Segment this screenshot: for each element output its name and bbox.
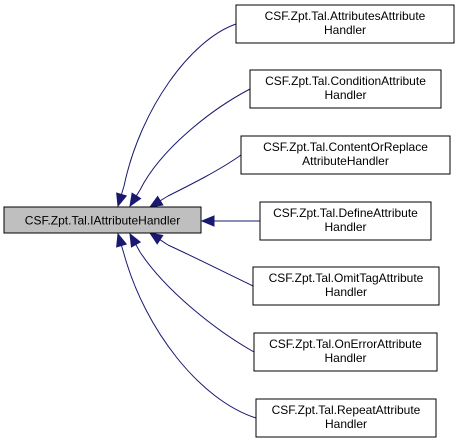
child-node-label: CSF.Zpt.Tal.DefineAttribute [273, 206, 418, 220]
inheritance-arrowhead [116, 232, 128, 248]
child-node-label: AttributeHandler [302, 154, 389, 168]
child-node-box [252, 266, 440, 306]
child-node-label: CSF.Zpt.Tal.OnErrorAttribute [269, 337, 422, 351]
root-node-label: CSF.Zpt.Tal.IAttributeHandler [25, 214, 180, 228]
child-node-label: CSF.Zpt.Tal.OmitTagAttribute [269, 271, 424, 285]
inheritance-arrowhead [148, 195, 164, 208]
child-node-label: Handler [324, 220, 366, 234]
child-node-label: Handler [324, 88, 366, 102]
child-node-label: Handler [324, 351, 366, 365]
child-node-label: Handler [324, 23, 366, 37]
child-node-box [253, 332, 438, 372]
inheritance-edge-tail [135, 244, 141, 253]
inheritance-edge [123, 253, 257, 419]
inheritance-arrowhead [116, 192, 128, 208]
child-node-box [249, 69, 442, 109]
inheritance-edge-tail [120, 185, 125, 195]
child-node-label: Handler [325, 285, 367, 299]
child-node-label: CSF.Zpt.Tal.ContentOrReplace [263, 140, 428, 154]
child-node-label: CSF.Zpt.Tal.ConditionAttribute [265, 74, 426, 88]
inheritance-edge-tail [135, 189, 141, 197]
child-node-box [240, 135, 451, 175]
root-node-box [3, 206, 202, 234]
inheritance-arrowhead [129, 192, 142, 208]
child-nodes-layer: CSF.Zpt.Tal.AttributesAttributeHandlerCS… [235, 4, 455, 438]
child-node-label: Handler [325, 417, 367, 431]
child-node-box [235, 4, 455, 44]
inheritance-edge-tail [159, 195, 169, 202]
edges-layer [116, 23, 260, 419]
inheritance-edge-tail [120, 245, 125, 255]
inheritance-edge [139, 88, 251, 191]
inheritance-edge-tail [159, 239, 169, 246]
inheritance-edge [139, 251, 255, 353]
inheritance-edge [123, 23, 237, 187]
child-node-box [259, 201, 432, 241]
child-node[interactable]: CSF.Zpt.Tal.ContentOrReplaceAttributeHan… [240, 135, 451, 175]
inheritance-edge [167, 154, 242, 197]
inheritance-arrowhead [200, 215, 215, 227]
inheritance-edge [167, 244, 254, 287]
child-node-box [255, 398, 437, 438]
root-node-iattributehandler[interactable]: CSF.Zpt.Tal.IAttributeHandler [3, 206, 202, 234]
inheritance-arrowhead [148, 232, 164, 245]
inheritance-arrowhead [129, 232, 142, 248]
child-node-label: CSF.Zpt.Tal.RepeatAttribute [272, 403, 421, 417]
child-node-label: CSF.Zpt.Tal.AttributesAttribute [265, 9, 426, 23]
